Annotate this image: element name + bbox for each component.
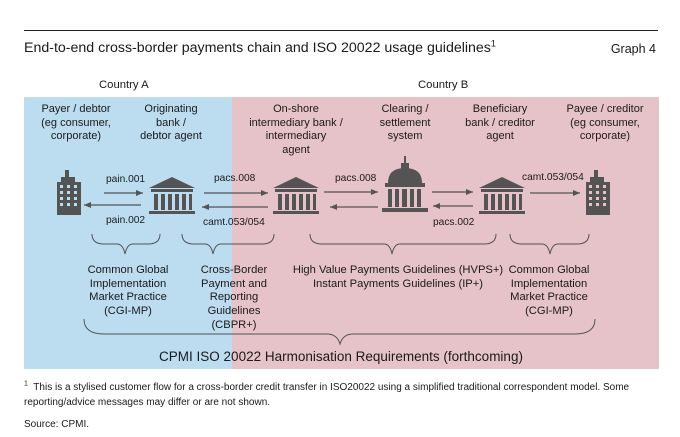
brace-hvps bbox=[309, 233, 497, 255]
guideline-hvps-ip: High Value Payments Guidelines (HVPS+)In… bbox=[292, 264, 504, 290]
brace-cbpr bbox=[181, 233, 275, 255]
bank-icon bbox=[273, 177, 319, 214]
footnote: 1 This is a stylised customer flow for a… bbox=[24, 381, 664, 410]
brace-cgi-left bbox=[91, 233, 161, 255]
brace-harmonisation bbox=[83, 318, 596, 346]
msg-camt053-a: camt.053/054 bbox=[203, 217, 265, 228]
office-building-icon bbox=[57, 170, 81, 215]
msg-pacs008-b: pacs.008 bbox=[335, 173, 377, 184]
office-building-icon bbox=[586, 170, 610, 215]
brace-cgi-right bbox=[509, 233, 590, 255]
country-b-panel bbox=[232, 97, 659, 369]
country-b-label: Country B bbox=[418, 79, 469, 91]
country-a-label: Country A bbox=[99, 79, 149, 91]
msg-pacs008-a: pacs.008 bbox=[214, 173, 256, 184]
actor-label-payee: Payee / creditor(eg consumer,corporate) bbox=[566, 103, 644, 142]
footnote-text: This is a stylised customer flow for a c… bbox=[24, 382, 630, 408]
bank-icon bbox=[479, 177, 525, 214]
msg-pain001: pain.001 bbox=[106, 174, 146, 185]
graph-title-text: End-to-end cross-border payments chain a… bbox=[24, 40, 491, 56]
source-note: Source: CPMI. bbox=[24, 419, 90, 430]
actor-label-payer: Payer / debtor(eg consumer,corporate) bbox=[41, 103, 111, 142]
msg-pain002: pain.002 bbox=[106, 215, 146, 226]
message-arrows bbox=[84, 189, 580, 210]
title-footnote-marker: 1 bbox=[490, 38, 496, 49]
msg-pacs002: pacs.002 bbox=[433, 217, 475, 228]
graph-title: End-to-end cross-border payments chain a… bbox=[24, 38, 496, 56]
msg-camt053-b: camt.053/054 bbox=[522, 172, 584, 183]
bank-icon bbox=[149, 177, 195, 214]
capitol-dome-icon bbox=[382, 156, 428, 212]
country-a-panel bbox=[24, 97, 232, 369]
footnote-marker: 1 bbox=[24, 380, 28, 388]
top-rule bbox=[24, 30, 658, 31]
harmonisation-label: CPMI ISO 20022 Harmonisation Requirement… bbox=[159, 349, 523, 364]
guideline-braces bbox=[83, 233, 596, 346]
graph-number: Graph 4 bbox=[610, 42, 656, 56]
